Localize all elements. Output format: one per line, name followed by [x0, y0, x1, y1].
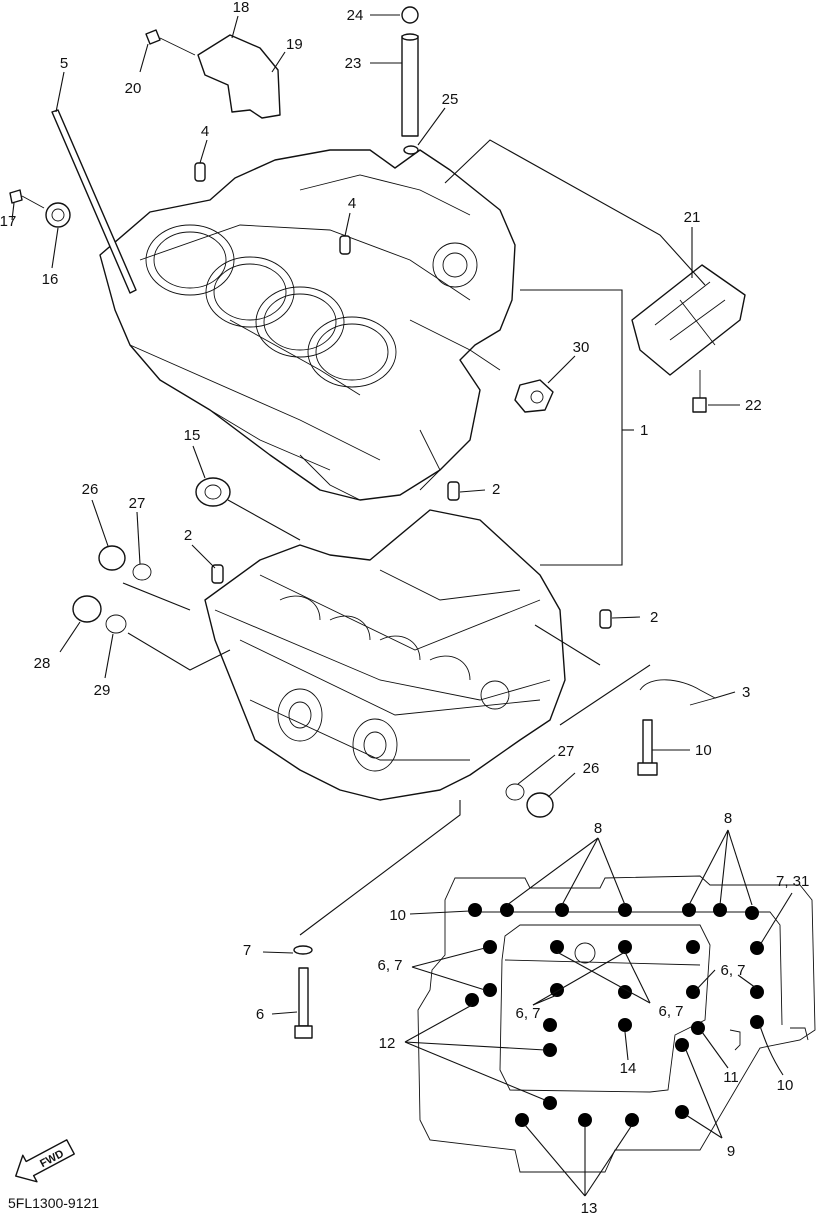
bolt-label-12: 12 — [379, 1035, 396, 1052]
breather-cover — [197, 34, 281, 119]
callout-25: 25 — [442, 91, 459, 108]
stud-5 — [51, 109, 137, 294]
small-parts — [9, 6, 746, 1039]
bolt-label-9: 9 — [727, 1143, 735, 1160]
callout-2b: 2 — [184, 527, 192, 544]
callout-21: 21 — [684, 209, 701, 226]
bolt-map-labels: 8 8 7, 31 10 6, 7 6, 7 6, 7 6, 7 12 14 1… — [377, 810, 809, 1216]
callout-24: 24 — [347, 7, 364, 24]
callout-27a: 27 — [129, 495, 146, 512]
fwd-label: FWD — [38, 1148, 66, 1170]
callout-26b: 26 — [583, 760, 600, 777]
callout-labels: 18 19 20 24 23 25 5 4 4 17 16 21 22 30 1… — [0, 0, 762, 1023]
callout-29: 29 — [94, 682, 111, 699]
callout-4b: 4 — [348, 195, 356, 212]
oil-level-gauge — [45, 202, 71, 228]
breather-pipe — [401, 35, 419, 137]
callout-26a: 26 — [82, 481, 99, 498]
upper-crankcase — [99, 149, 516, 501]
callout-17: 17 — [0, 213, 16, 230]
callout-5: 5 — [60, 55, 68, 72]
bolt-label-6-7b: 6, 7 — [720, 962, 745, 979]
bolt-label-7-31: 7, 31 — [776, 873, 809, 890]
callout-22: 22 — [745, 397, 762, 414]
bolt-label-6-7d: 6, 7 — [658, 1003, 683, 1020]
screw-17 — [9, 189, 23, 204]
callout-19: 19 — [286, 36, 303, 53]
bolt-label-10a: 10 — [389, 907, 406, 924]
callout-20: 20 — [125, 80, 142, 97]
callout-4a: 4 — [201, 123, 209, 140]
callout-27b: 27 — [558, 743, 575, 760]
callout-2c: 2 — [650, 609, 658, 626]
callout-30: 30 — [573, 339, 590, 356]
callout-10a: 10 — [695, 742, 712, 759]
bolt-label-6-7a: 6, 7 — [377, 957, 402, 974]
callout-23: 23 — [345, 55, 362, 72]
baffle-plate — [631, 264, 746, 376]
bolt-label-11: 11 — [723, 1069, 739, 1086]
bolt-label-8a: 8 — [594, 820, 602, 837]
hose-clamp — [401, 6, 419, 24]
bolt-20 — [145, 29, 161, 45]
bolt-label-10b: 10 — [777, 1077, 794, 1094]
callout-15: 15 — [184, 427, 201, 444]
callout-1: 1 — [640, 422, 648, 439]
callout-16: 16 — [42, 271, 59, 288]
callout-6: 6 — [256, 1006, 264, 1023]
fwd-arrow-icon: FWD — [15, 1139, 75, 1183]
bolt-label-13: 13 — [581, 1200, 598, 1216]
lower-crankcase — [204, 509, 566, 801]
callout-7: 7 — [243, 942, 251, 959]
callout-18: 18 — [233, 0, 250, 16]
diagram-code: 5FL1300-9121 — [8, 1195, 99, 1211]
callout-28: 28 — [34, 655, 51, 672]
bolt-label-6-7c: 6, 7 — [515, 1005, 540, 1022]
callout-3: 3 — [742, 684, 750, 701]
bolt-label-14: 14 — [620, 1060, 637, 1077]
bolt-label-8b: 8 — [724, 810, 732, 827]
callout-2a: 2 — [492, 481, 500, 498]
bolt-map — [404, 829, 816, 1197]
leader-lines — [11, 14, 740, 1015]
gasket-30 — [514, 379, 554, 413]
